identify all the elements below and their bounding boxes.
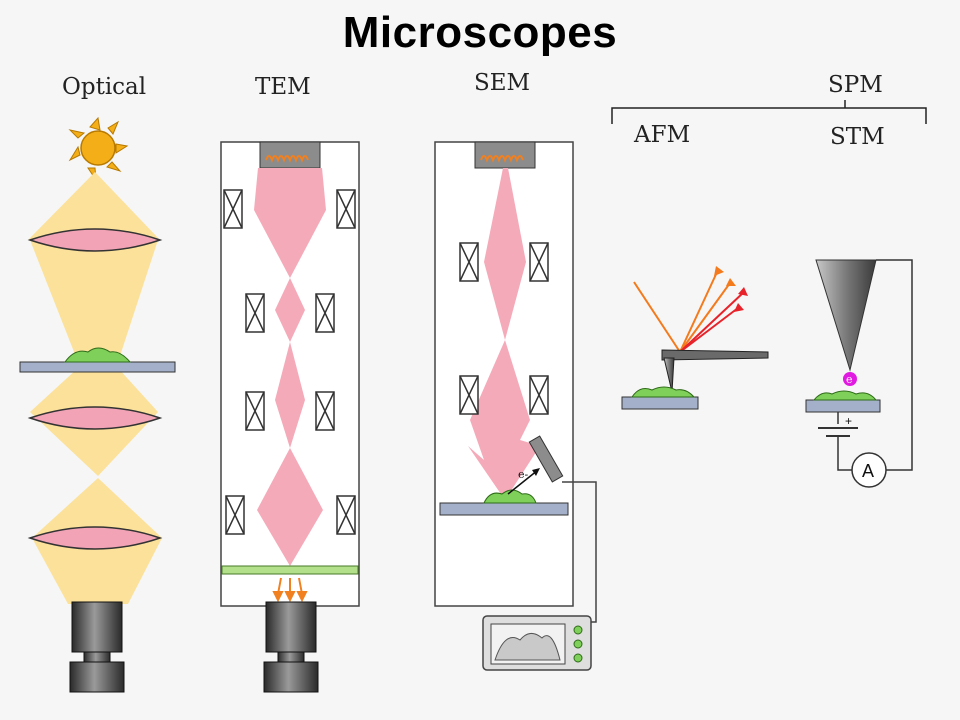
tem-arrows-icon xyxy=(272,577,308,603)
sem-electron-gun xyxy=(474,141,536,169)
page-title: Microscopes xyxy=(342,8,618,57)
specimen-slide xyxy=(19,361,176,373)
label-sem: SEM xyxy=(474,70,531,96)
stm-tip xyxy=(815,259,877,372)
stm-circuit xyxy=(876,259,913,471)
ammeter-label: A xyxy=(862,461,874,481)
camera-icon xyxy=(69,601,125,693)
sem-electron-arrow xyxy=(507,469,539,495)
afm-cantilever xyxy=(661,349,769,361)
stm-electron-label: e xyxy=(846,373,853,386)
stm-electron-icon xyxy=(843,372,857,386)
optical-microscope xyxy=(19,116,176,693)
battery-plus-label: + xyxy=(845,414,852,428)
label-optical: Optical xyxy=(62,74,147,100)
sem-stage xyxy=(439,502,569,516)
lens-3 xyxy=(27,526,163,550)
afm-tip xyxy=(663,357,675,393)
afm-stage xyxy=(621,396,699,410)
lens-2 xyxy=(27,406,163,430)
sem-coils xyxy=(459,242,549,415)
ammeter-icon xyxy=(851,452,887,488)
specimen-sample xyxy=(64,347,132,363)
tem-screen xyxy=(221,565,359,575)
sem-electron-label: e- xyxy=(518,468,529,481)
tem-electron-beam xyxy=(254,168,326,566)
tem-microscope xyxy=(220,141,360,693)
sun-icon xyxy=(68,116,129,181)
spm-bracket xyxy=(611,100,927,124)
afm-microscope xyxy=(621,266,769,410)
monitor-icon xyxy=(482,615,592,671)
afm-sample xyxy=(631,386,696,398)
tem-camera-icon xyxy=(263,601,319,693)
afm-laser xyxy=(633,269,745,353)
sem-filament-icon xyxy=(480,155,524,163)
label-tem: TEM xyxy=(255,74,311,100)
light-beam-1 xyxy=(28,172,160,240)
sem-microscope xyxy=(434,141,597,671)
filament-icon xyxy=(265,155,309,163)
tem-coils xyxy=(223,189,356,535)
label-stm: STM xyxy=(830,124,885,150)
label-afm: AFM xyxy=(634,122,691,148)
light-beam-2 xyxy=(30,240,158,362)
sem-electron-beam xyxy=(468,168,540,500)
stm-microscope xyxy=(805,259,913,488)
lens-1 xyxy=(27,228,163,252)
sem-detector xyxy=(528,435,564,483)
stm-sample xyxy=(812,390,878,401)
stm-stage xyxy=(805,399,881,413)
label-spm: SPM xyxy=(828,72,883,98)
afm-arrowheads xyxy=(714,266,748,312)
